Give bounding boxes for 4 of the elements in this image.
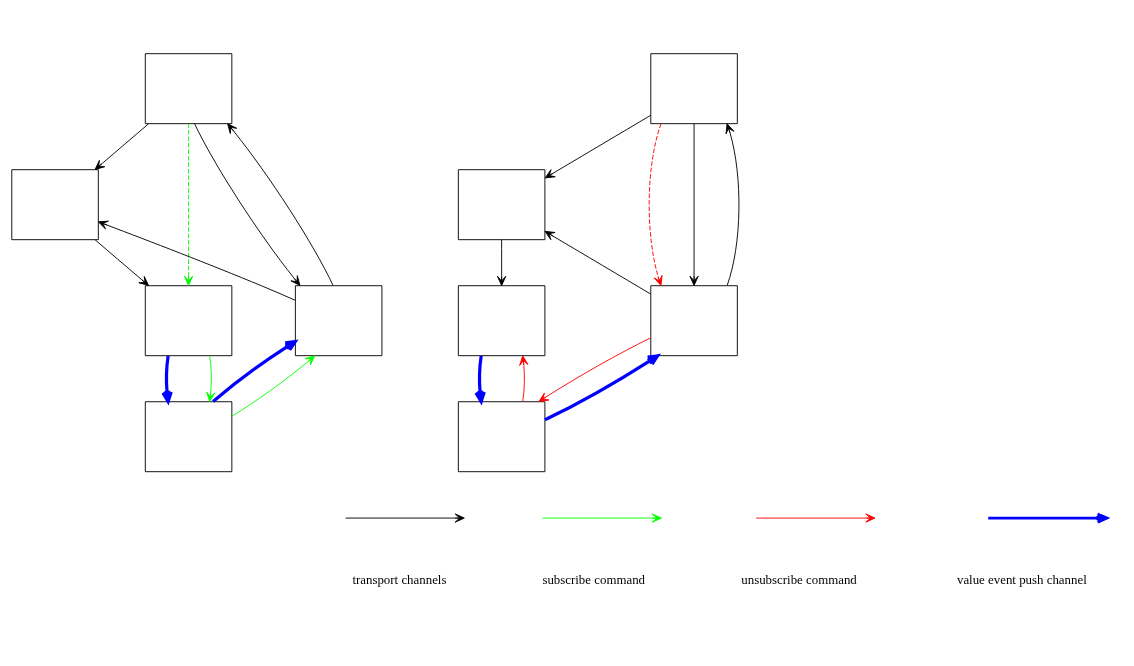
legend-label: value event push channel [956,573,1087,588]
legend-label: subscribe command [542,573,646,588]
legend-label: transport channels [352,573,447,588]
legend-label: unsubscribe command [741,573,857,588]
